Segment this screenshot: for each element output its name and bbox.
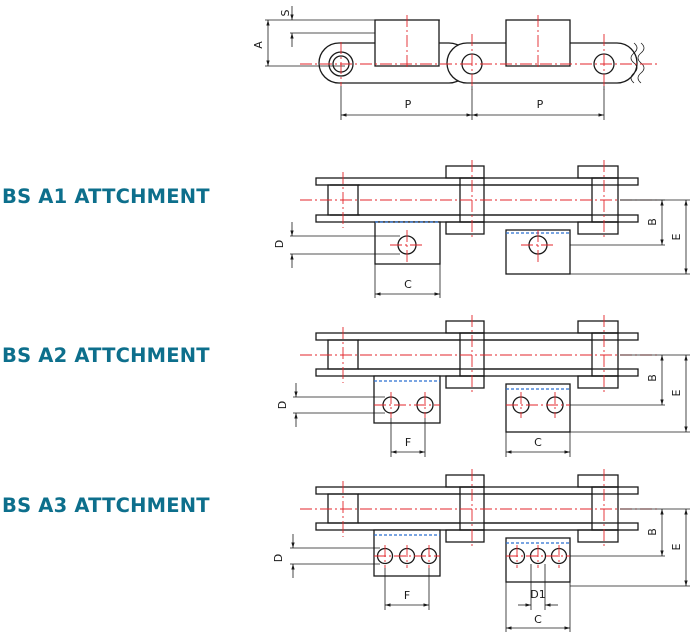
attachment-plate — [505, 383, 571, 433]
dim-label-b: B — [646, 528, 659, 536]
dim-label-e: E — [670, 543, 683, 550]
dim-label-p: P — [405, 98, 412, 111]
attachment-plate — [373, 375, 441, 424]
dim-label-f: F — [405, 436, 411, 449]
dim-label-e: E — [670, 233, 683, 240]
dim-label-s: S — [279, 9, 292, 16]
dim-label-b: B — [646, 374, 659, 382]
attachment-plate — [374, 221, 441, 265]
side-view: S A P P — [252, 6, 660, 120]
dim-label-d: D — [272, 554, 285, 562]
dim-label-c: C — [534, 436, 542, 449]
dim-label-d1: D1 — [530, 588, 545, 601]
dim-label-p: P — [537, 98, 544, 111]
dim-label-d: D — [273, 240, 286, 248]
dim-label-c: C — [404, 278, 412, 291]
dim-label-e: E — [670, 389, 683, 396]
plan-view-a1: D C B E — [273, 160, 690, 298]
section-title-a1: BS A1 ATTCHMENT — [2, 185, 210, 208]
dim-label-d: D — [276, 401, 289, 409]
dim-label-f: F — [404, 589, 410, 602]
dim-label-a: A — [252, 41, 265, 49]
section-title-a2: BS A2 ATTCHMENT — [2, 344, 210, 367]
plan-view-a3: D F D1 C B E — [272, 469, 690, 632]
section-title-a3: BS A3 ATTCHMENT — [2, 494, 210, 517]
plan-view-a2: D F C B E — [276, 315, 690, 457]
dim-label-c: C — [534, 613, 542, 626]
dim-label-b: B — [646, 218, 659, 226]
